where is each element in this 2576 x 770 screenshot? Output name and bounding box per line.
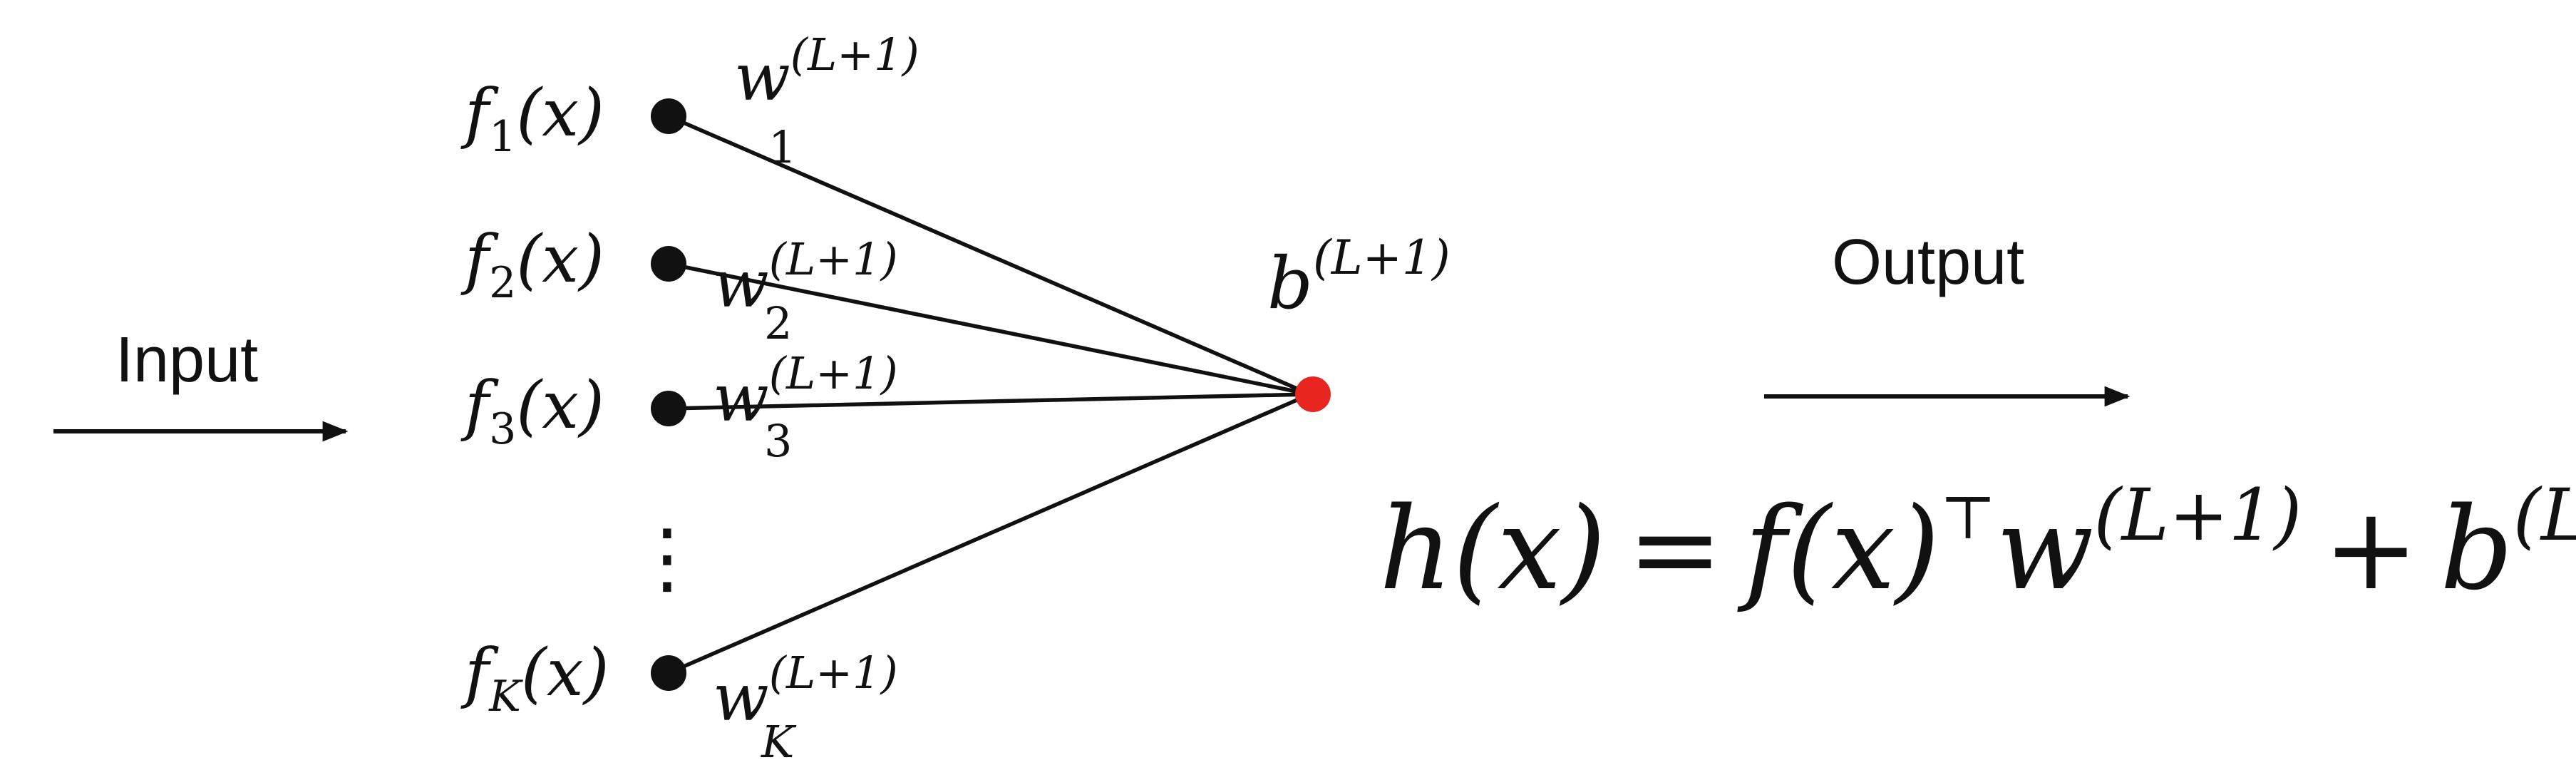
connections (667, 114, 1312, 675)
input-label: Input (115, 324, 258, 396)
weight-3-subscript: 3 (764, 415, 792, 467)
weight-2-label: w(L+1) (713, 233, 898, 322)
vertical-ellipsis: ⋮ (628, 514, 706, 602)
connection-line-2 (668, 262, 1311, 396)
input-group: Input (53, 324, 349, 442)
input-node-k: fK(x) w(L+1) K (460, 635, 898, 768)
weight-1-label: w(L+1) (734, 29, 919, 115)
weight-k-subscript: K (761, 716, 797, 768)
connection-line-1 (667, 114, 1312, 396)
weight-1-subscript: 1 (768, 121, 796, 173)
node-3-label: f3(x) (460, 367, 604, 454)
input-node-dot-k (651, 655, 686, 691)
input-node-3: f3(x) w(L+1) 3 (460, 347, 898, 467)
input-node-dot-2 (651, 246, 686, 282)
node-k-label: fK(x) (460, 635, 609, 722)
input-node-2: f2(x) w(L+1) 2 (460, 221, 898, 349)
node-1-label: f1(x) (460, 75, 604, 162)
output-node (1295, 376, 1331, 412)
output-group: Output (1764, 227, 2131, 407)
input-node-dot-3 (651, 391, 686, 426)
bias-label: b(L+1) (1267, 230, 1451, 325)
weight-2-subscript: 2 (764, 297, 792, 349)
output-formula: h(x)=f(x)⊤w(L+1)+b(L+1) (1379, 473, 2576, 615)
node-2-label: f2(x) (460, 221, 604, 308)
output-node-group: b(L+1) (1267, 230, 1451, 412)
connection-line-k (667, 392, 1312, 675)
weight-3-label: w(L+1) (713, 347, 898, 436)
connection-line-3 (668, 392, 1311, 411)
formula-text: h(x)=f(x)⊤w(L+1)+b(L+1) (1379, 473, 2576, 615)
input-node-dot-1 (651, 98, 686, 134)
weight-k-label: w(L+1) (713, 647, 898, 736)
output-label: Output (1832, 227, 2024, 298)
input-node-1: f1(x) w(L+1) 1 (460, 29, 919, 173)
